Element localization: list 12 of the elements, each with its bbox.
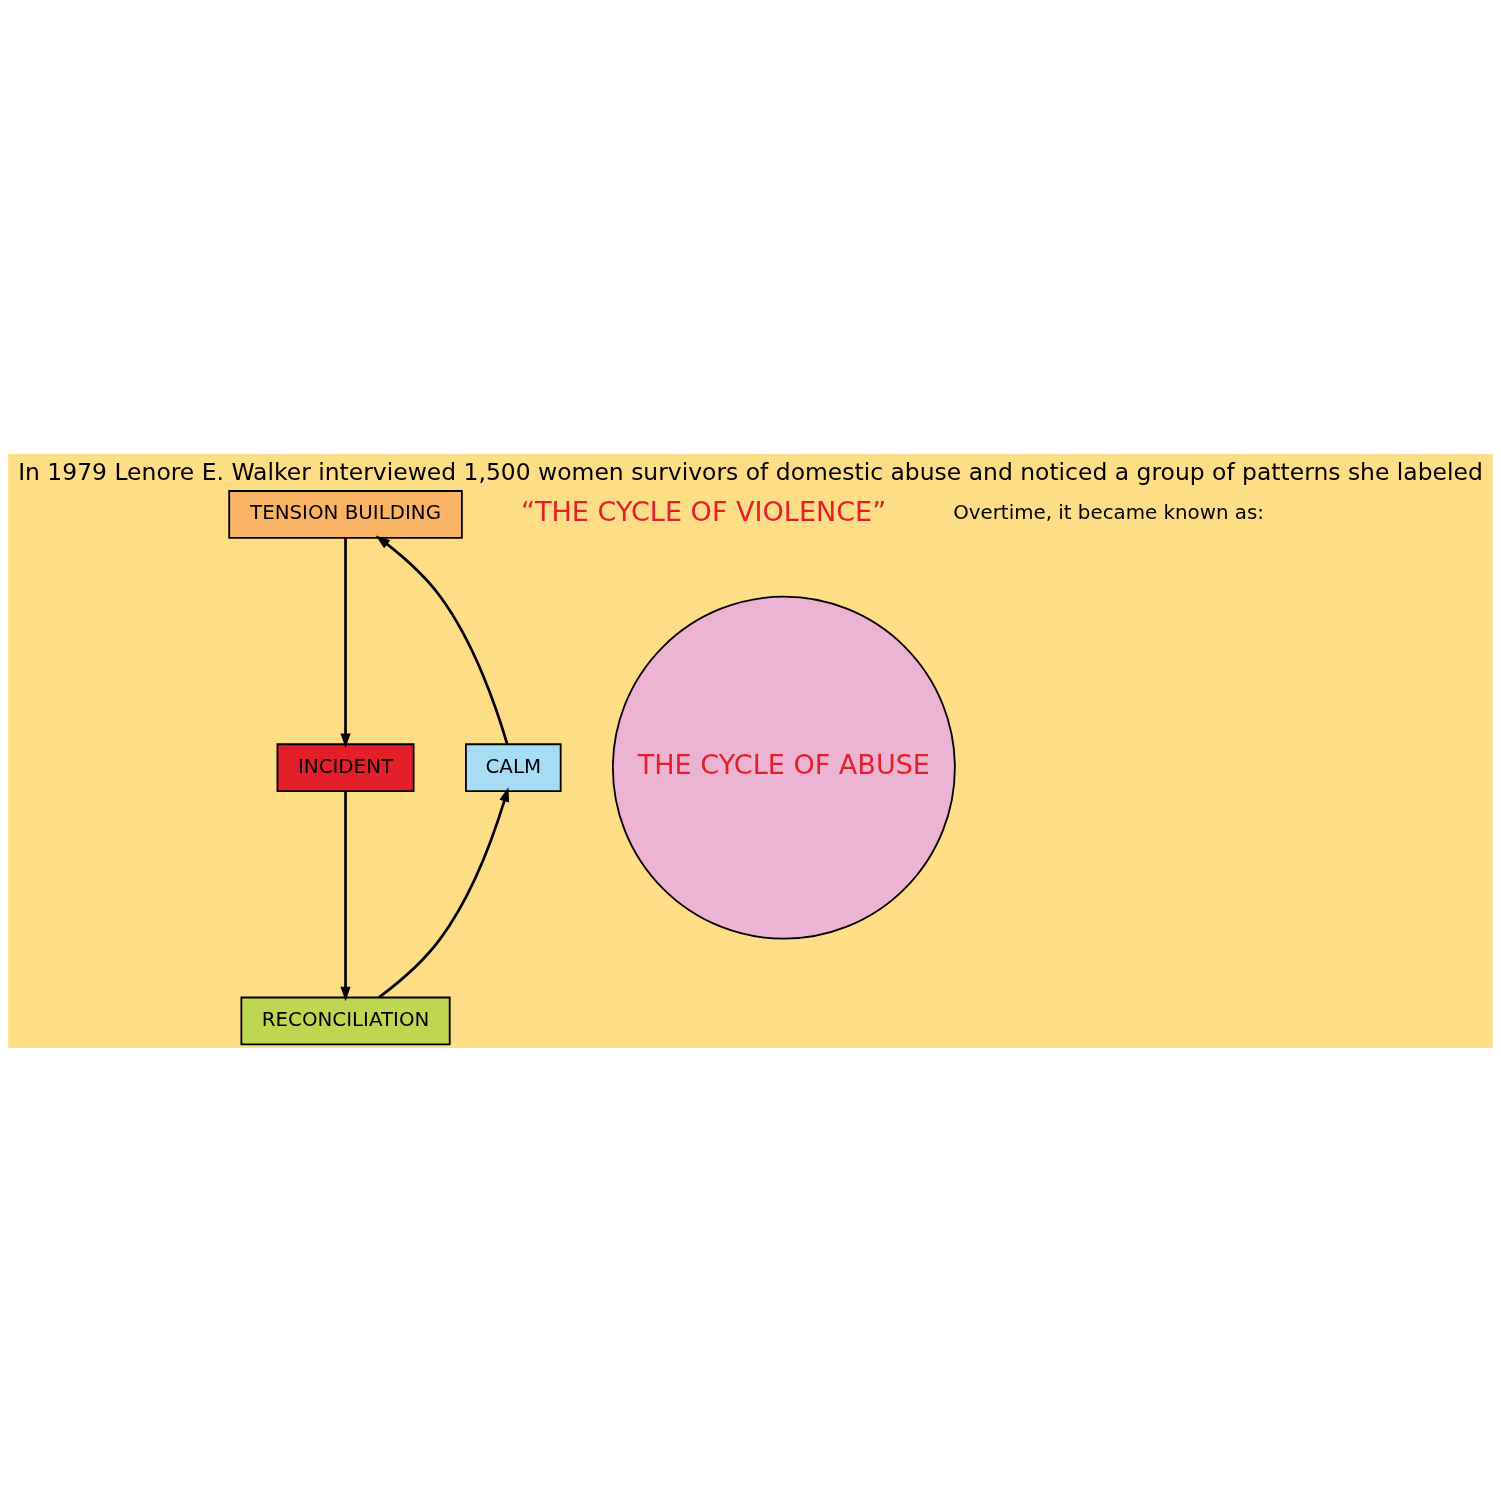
node-box: CALM [465, 742, 562, 792]
arrow [375, 535, 509, 745]
node-box: TENSION BUILDING [228, 489, 463, 539]
arrow [340, 790, 351, 1001]
diagram-title: In 1979 Lenore E. Walker interviewed 1,500 women survivors of domestic abuse and noticed a group of patterns she labeled [18, 457, 1483, 486]
node-box: INCIDENT [276, 742, 415, 792]
arrow [378, 786, 510, 998]
label: Overtime, it became known as: [953, 500, 1264, 524]
arrow [340, 537, 351, 748]
label: “THE CYCLE OF VIOLENCE” [520, 495, 887, 527]
node-box: RECONCILIATION [240, 996, 451, 1045]
node-circle: THE CYCLE OF ABUSE [611, 595, 956, 940]
